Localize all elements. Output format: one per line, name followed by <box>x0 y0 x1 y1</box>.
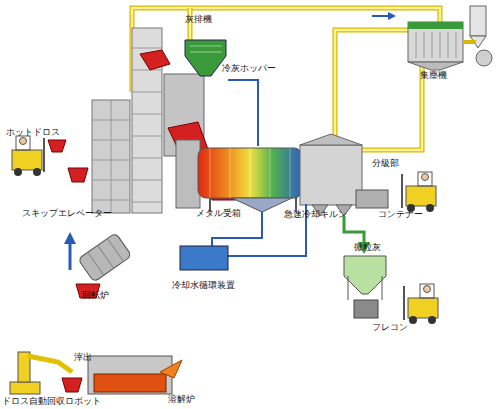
hopper-leg <box>348 276 349 300</box>
robot-arm <box>28 356 72 372</box>
part-label: 冷灰ホッパー <box>222 63 276 74</box>
exhaust-duct <box>362 62 422 150</box>
part-label: 滓出 <box>74 352 92 363</box>
air-pipe <box>228 80 258 146</box>
part-label: フレコン <box>372 322 408 333</box>
collector-body <box>408 22 463 62</box>
part-label: メタル受箱 <box>196 208 241 219</box>
part-label: 分級部 <box>372 158 399 169</box>
fine-ash-area <box>344 216 438 324</box>
exhaust-duct <box>463 40 476 44</box>
forklift-body <box>408 298 438 318</box>
part-label: 溶解炉 <box>168 394 195 405</box>
flow-arrow <box>372 15 392 17</box>
kiln-trough <box>232 198 292 212</box>
exhaust-duct <box>335 30 408 148</box>
operator <box>424 286 431 293</box>
forklift-mast <box>403 286 405 320</box>
forklift-mast <box>401 174 403 208</box>
forklift-left <box>12 136 88 182</box>
wheel <box>428 316 436 324</box>
wheel <box>14 168 22 176</box>
container-area <box>356 172 436 212</box>
elevator-frame <box>92 100 130 213</box>
furnace-body <box>88 356 172 394</box>
molten-metal <box>94 374 166 392</box>
tower-lattice <box>132 48 162 202</box>
forklift-cab <box>418 172 432 186</box>
forklift-cab <box>420 284 434 298</box>
part-label: スキップエレベーター <box>22 208 112 219</box>
part-label: コンテナー <box>378 209 423 220</box>
part-label: 冷却水循環装置 <box>172 280 235 291</box>
cyclone <box>470 6 486 36</box>
forklift-mast <box>43 138 45 172</box>
hopper-stripe <box>190 46 222 52</box>
part-label: ドロス自動回収ロボット <box>2 396 101 407</box>
elevator-lattice <box>92 100 130 213</box>
container <box>356 190 388 208</box>
part-label: 微粒灰 <box>354 242 381 253</box>
forklift-body <box>12 150 42 170</box>
melting-furnace <box>10 352 182 394</box>
cooling-kiln <box>176 134 362 216</box>
part-label: 急速冷却キルン <box>284 209 347 220</box>
fan <box>476 50 492 66</box>
drum-ring <box>88 239 124 276</box>
classifier-roof <box>300 134 362 145</box>
burner-flame <box>160 360 182 378</box>
collector-top <box>408 22 463 29</box>
dross-pot <box>62 378 82 392</box>
skip-elevator <box>92 28 170 213</box>
cold-ash-hopper <box>185 40 226 76</box>
part-label: 回転炉 <box>82 290 109 301</box>
forklift-body <box>406 186 436 206</box>
rotary-drum-group <box>78 233 132 282</box>
rotary-drum <box>78 233 132 282</box>
fine-ash-hopper <box>344 256 386 294</box>
part-label: 集塵機 <box>420 70 447 81</box>
flexible-bag <box>354 300 378 318</box>
skip-bucket <box>140 50 170 70</box>
kiln-ring <box>210 148 290 198</box>
robot-base <box>10 382 40 394</box>
wheel <box>33 168 41 176</box>
dross-pot <box>68 168 88 182</box>
dust-collector <box>408 6 492 70</box>
part-label: 灰排機 <box>185 14 212 25</box>
part-label: ホットドロス <box>6 127 60 138</box>
kiln-drum <box>198 148 302 198</box>
wheel <box>409 316 417 324</box>
operator <box>20 138 27 145</box>
classifier <box>300 145 362 205</box>
filter-bag <box>416 32 456 58</box>
forklift-cab <box>16 136 30 150</box>
water-tank <box>180 246 228 270</box>
exhaust-duct <box>362 62 422 150</box>
operator <box>422 174 429 181</box>
collector-hopper <box>408 62 463 70</box>
exhaust-duct <box>335 30 408 148</box>
kiln-hood <box>176 140 200 208</box>
wheel <box>426 204 434 212</box>
dross-pot <box>48 140 66 152</box>
lift-arrow <box>69 238 72 270</box>
rotary-furnace <box>70 233 132 298</box>
hopper-leg <box>382 276 383 300</box>
